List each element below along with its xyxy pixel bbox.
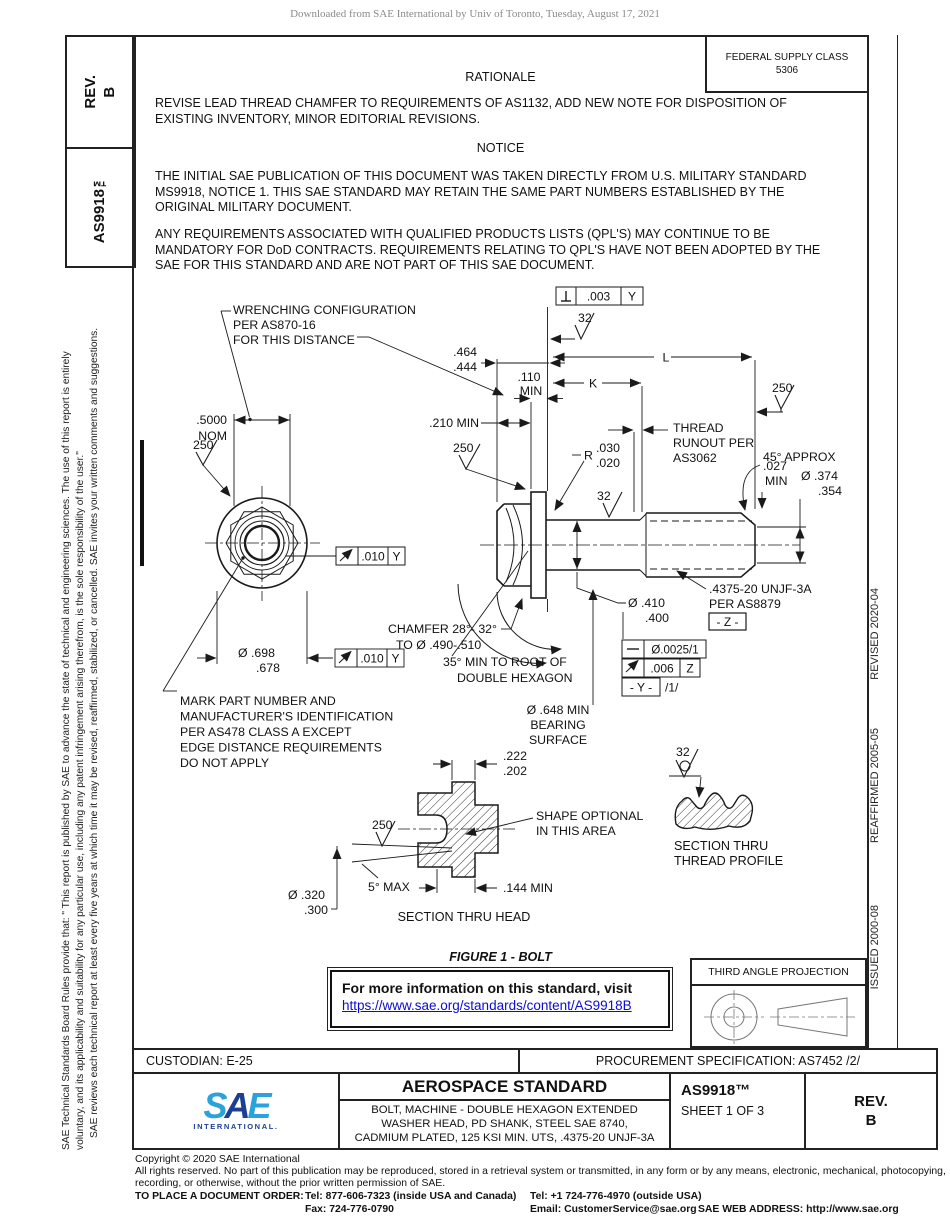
projection-symbol: [704, 990, 855, 1044]
procurement-cell: PROCUREMENT SPECIFICATION: AS7452 /2/: [520, 1048, 938, 1074]
fsc-value: 5306: [775, 65, 799, 76]
federal-supply-class-box: FEDERAL SUPPLY CLASS 5306: [705, 35, 869, 93]
doc-number-tab: AS9918™: [65, 147, 136, 268]
revised-date: REVISED 2020-04: [869, 588, 881, 680]
rev-tab-label: REV.: [81, 75, 99, 109]
standard-link[interactable]: https://www.sae.org/standards/content/AS…: [342, 998, 632, 1013]
disclaimer-line-1: SAE Technical Standards Board Rules prov…: [61, 351, 72, 1150]
order-label: TO PLACE A DOCUMENT ORDER:: [135, 1191, 304, 1202]
notice-paragraph-2: ANY REQUIREMENTS ASSOCIATED WITH QUALIFI…: [155, 227, 821, 273]
doc-number-cell: AS9918™ SHEET 1 OF 3: [671, 1074, 806, 1148]
info-box: For more information on this standard, v…: [327, 967, 673, 1031]
copyright-line: Copyright © 2020 SAE International: [135, 1154, 300, 1165]
footer: Copyright © 2020 SAE International All r…: [132, 1154, 946, 1224]
standard-title: BOLT, MACHINE - DOUBLE HEXAGON EXTENDED …: [354, 1104, 655, 1144]
projection-label: THIRD ANGLE PROJECTION: [692, 960, 865, 986]
fax-number: Fax: 724-776-0790: [305, 1204, 394, 1215]
rights-line-1: All rights reserved. No part of this pub…: [135, 1166, 946, 1177]
sae-logo: SAE INTERNATIONAL.: [134, 1074, 340, 1148]
custodian-cell: CUSTODIAN: E-25: [132, 1048, 520, 1074]
info-box-text: For more information on this standard, v…: [342, 980, 633, 996]
rev-cell: REV. B: [806, 1074, 936, 1148]
rev-tab: REV. B: [65, 35, 136, 149]
custodian-row: CUSTODIAN: E-25 PROCUREMENT SPECIFICATIO…: [132, 1048, 938, 1074]
logo-subtitle: INTERNATIONAL.: [193, 1122, 279, 1131]
fsc-label: FEDERAL SUPPLY CLASS: [725, 52, 849, 63]
doc-number-tab-value: AS9918™: [91, 171, 109, 244]
logo-letter-s: S: [203, 1085, 227, 1126]
rev-label: REV.: [854, 1093, 888, 1110]
logo-letter-a: A: [224, 1085, 251, 1126]
email-address: Email: CustomerService@sae.org: [530, 1204, 697, 1215]
third-angle-projection-box: THIRD ANGLE PROJECTION: [690, 958, 867, 1048]
tel-inside: Tel: 877-606-7323 (inside USA and Canada…: [305, 1191, 517, 1202]
web-address: SAE WEB ADDRESS: http://www.sae.org: [698, 1204, 899, 1215]
standard-title-cell: AEROSPACE STANDARD BOLT, MACHINE - DOUBL…: [340, 1074, 671, 1148]
notice-paragraph-1: THE INITIAL SAE PUBLICATION OF THIS DOCU…: [155, 169, 807, 215]
doc-number: AS9918™: [681, 1082, 751, 1099]
download-watermark: Downloaded from SAE International by Uni…: [290, 8, 660, 20]
tel-outside: Tel: +1 724-776-4970 (outside USA): [530, 1191, 702, 1202]
issued-date: ISSUED 2000-08: [869, 905, 881, 990]
left-disclaimer: SAE Technical Standards Board Rules prov…: [60, 268, 122, 1150]
rationale-body: REVISE LEAD THREAD CHAMFER TO REQUIREMEN…: [155, 96, 787, 126]
rev-tab-value: B: [100, 86, 118, 98]
reaffirmed-date: REAFFIRMED 2005-05: [869, 728, 881, 843]
rev-value: B: [865, 1112, 877, 1129]
rights-line-2: recording, or otherwise, without the pri…: [135, 1178, 446, 1189]
right-margin-rule: [897, 35, 898, 1048]
figure-caption: FIGURE 1 - BOLT: [449, 950, 552, 964]
title-block: SAE INTERNATIONAL. AEROSPACE STANDARD BO…: [132, 1072, 938, 1150]
logo-letter-e: E: [247, 1085, 272, 1126]
doc-type: AEROSPACE STANDARD: [340, 1074, 669, 1101]
sheet-number: SHEET 1 OF 3: [681, 1104, 765, 1118]
disclaimer-line-2: voluntary, and its applicability and sui…: [75, 451, 86, 1150]
disclaimer-line-3: SAE reviews each technical report at lea…: [89, 327, 100, 1138]
rationale-title: RATIONALE: [465, 70, 536, 84]
notice-title: NOTICE: [476, 141, 525, 155]
